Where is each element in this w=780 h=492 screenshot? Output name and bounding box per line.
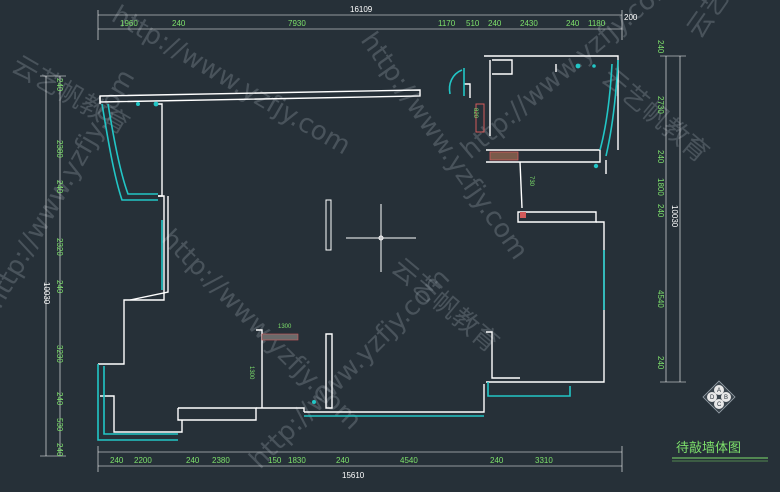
dim-top-total: 16109 xyxy=(350,5,373,14)
windows-layer xyxy=(97,59,619,441)
dim-bottom-seg: 4540 xyxy=(400,456,418,465)
dim-left-seg: 240 xyxy=(55,392,64,406)
dim-left-seg: 3230 xyxy=(55,345,64,363)
dim-right-seg: 1800 xyxy=(656,178,665,196)
fixtures-layer xyxy=(136,63,599,404)
fixture-dot xyxy=(153,101,159,107)
dim-left-seg: 240 xyxy=(55,78,64,92)
dim-right-seg: 240 xyxy=(656,356,665,370)
watermark-url: http://www.yzfjy.com xyxy=(107,0,356,161)
dimension-left: 10030 240 2380 240 2320 240 3230 240 530… xyxy=(42,78,64,457)
dim-top-seg: 240 xyxy=(488,19,502,28)
compass-icon: A B C D xyxy=(702,380,736,414)
dim-bottom-seg: 240 xyxy=(336,456,350,465)
wall-to-demolish xyxy=(261,333,299,341)
wall-to-demolish xyxy=(520,212,526,218)
dim-interior: 730 xyxy=(528,176,534,187)
dim-bottom-total: 15610 xyxy=(342,471,365,480)
dim-bottom-seg: 240 xyxy=(186,456,200,465)
dim-top-seg: 1170 xyxy=(438,19,456,28)
wall-to-demolish xyxy=(489,151,519,161)
compass-letter-c: C xyxy=(717,402,722,408)
dimension-right: 10030 240 2730 240 1800 240 4540 240 xyxy=(656,40,679,370)
dimension-lines xyxy=(40,10,686,472)
dim-left-seg: 2380 xyxy=(55,140,64,158)
watermark-brand: 云艺帆教育 xyxy=(681,0,780,44)
fixture-dot xyxy=(136,102,140,106)
dim-bottom-seg: 240 xyxy=(490,456,504,465)
dim-interior: 1300 xyxy=(248,366,254,380)
watermark-layer: http://www.yzfjy.com http://www.yzfjy.co… xyxy=(0,0,780,475)
dim-right-seg: 2730 xyxy=(656,96,665,114)
dim-bottom-seg: 2200 xyxy=(134,456,152,465)
dim-left-seg: 240 xyxy=(55,280,64,294)
dimension-bottom: 15610 240 2200 240 2380 150 1830 240 454… xyxy=(110,456,553,480)
dim-top-right-extra: 200 xyxy=(624,13,638,22)
dim-bottom-seg: 3310 xyxy=(535,456,553,465)
dim-right-seg: 240 xyxy=(656,204,665,218)
dim-top-seg: 240 xyxy=(172,19,186,28)
dim-right-seg: 240 xyxy=(656,150,665,164)
dim-left-seg: 530 xyxy=(55,418,64,432)
dim-left-total: 10030 xyxy=(42,282,51,305)
dim-interior: 1300 xyxy=(278,324,292,330)
dim-top-seg: 2430 xyxy=(520,19,538,28)
dim-right-seg: 240 xyxy=(656,40,665,54)
dim-left-seg: 240 xyxy=(55,180,64,194)
dim-top-seg: 7930 xyxy=(288,19,306,28)
dim-left-seg: 2320 xyxy=(55,238,64,256)
walls-layer xyxy=(98,55,619,433)
drawing-title-block: 待敲墙体图 xyxy=(672,440,768,462)
dim-top-seg: 240 xyxy=(566,19,580,28)
fixture-dot xyxy=(592,64,596,68)
compass-letter-a: A xyxy=(717,388,721,394)
dim-bottom-seg: 150 xyxy=(268,456,282,465)
drawing-title: 待敲墙体图 xyxy=(676,440,741,456)
compass-letter-b: B xyxy=(724,395,728,401)
dim-bottom-seg: 2380 xyxy=(212,456,230,465)
dim-top-seg: 1960 xyxy=(120,19,138,28)
dim-top-seg: 1180 xyxy=(588,19,606,28)
fixture-dot xyxy=(312,400,316,404)
center-marker xyxy=(325,199,416,272)
dim-top-seg: 510 xyxy=(466,19,480,28)
interior-dimensions: 820 1300 1300 730 xyxy=(248,108,534,380)
fixture-dot xyxy=(593,163,599,169)
wall-to-demolish xyxy=(475,103,485,133)
dim-bottom-seg: 240 xyxy=(110,456,124,465)
compass-letter-d: D xyxy=(710,395,715,401)
dim-interior: 820 xyxy=(472,108,478,119)
dim-left-seg: 240 xyxy=(55,443,64,457)
dimension-top: 16109 200 1960 240 7930 1170 510 240 243… xyxy=(120,5,638,28)
dim-bottom-seg: 1830 xyxy=(288,456,306,465)
fixture-dot xyxy=(575,63,581,69)
dim-right-seg: 4540 xyxy=(656,290,665,308)
dim-right-total: 10030 xyxy=(670,205,679,228)
